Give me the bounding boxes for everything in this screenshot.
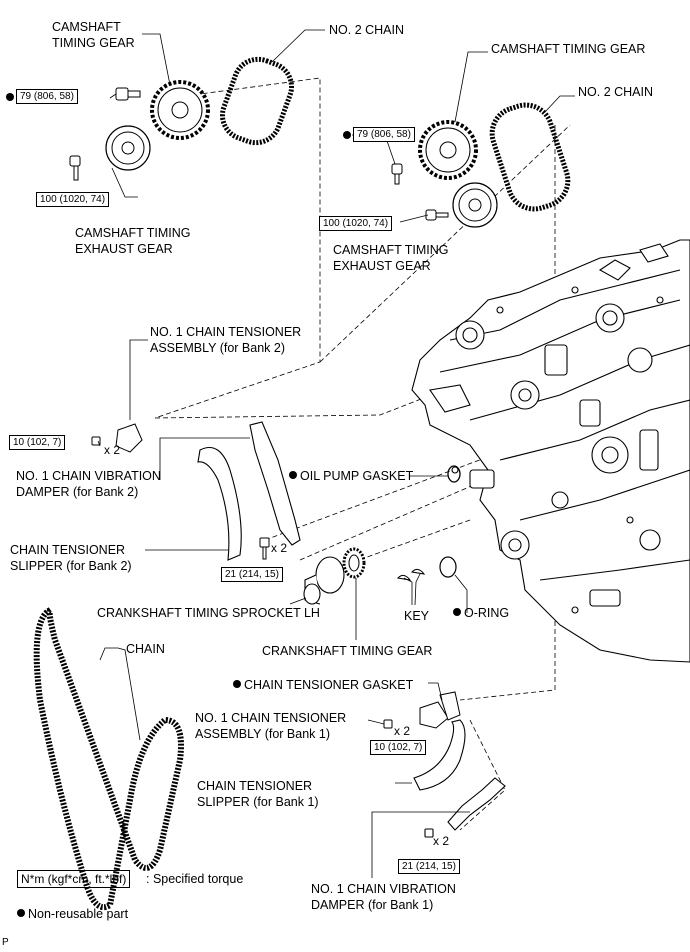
quantity-x2: x 2 (104, 443, 121, 457)
keys (396, 568, 426, 581)
quantity-x2: x 2 (271, 541, 288, 555)
chain-tensioner-slipper-b1 (413, 719, 466, 791)
vibration-damper-b1 (424, 777, 506, 838)
quantity-x2: x 2 (394, 724, 411, 738)
camshaft-exhaust-gear-b2 (105, 125, 151, 171)
label-cam-exhaust-gear-b2: CAMSHAFT TIMING EXHAUST GEAR (75, 226, 191, 256)
label-vibration-damper-b1: NO. 1 CHAIN VIBRATION DAMPER (for Bank 1… (311, 882, 456, 912)
torque-21-b2: 21 (214, 15) (221, 567, 283, 582)
chain-tensioner-slipper-b2 (197, 446, 242, 561)
crankshaft-timing-gear (342, 547, 366, 579)
torque-10-b1: 10 (102, 7) (370, 740, 427, 755)
label-tensioner-slipper-b2: CHAIN TENSIONER SLIPPER (for Bank 2) (10, 543, 132, 573)
non-reusable-marker (289, 471, 297, 479)
label-tensioner-slipper-b1: CHAIN TENSIONER SLIPPER (for Bank 1) (197, 779, 319, 809)
non-reusable-marker (6, 93, 14, 101)
o-ring (439, 556, 457, 578)
legend-torque-unit: N*m (kgf*cm, ft.*lbf) (17, 870, 131, 888)
label-tensioner-assy-b1: NO. 1 CHAIN TENSIONER ASSEMBLY (for Bank… (195, 711, 347, 741)
chain-tensioner-b2 (91, 423, 143, 453)
label-tensioner-gasket: CHAIN TENSIONER GASKET (233, 677, 413, 693)
legend-torque-desc: : Specified torque (146, 872, 244, 886)
camshaft-timing-gear-b1 (418, 120, 478, 180)
no2-chain-b2 (219, 56, 295, 146)
label-vibration-damper-b2: NO. 1 CHAIN VIBRATION DAMPER (for Bank 2… (16, 469, 161, 499)
legend-non-reusable: Non-reusable part (17, 906, 128, 922)
timing-chain (33, 607, 184, 911)
non-reusable-marker (453, 608, 461, 616)
label-crank-sprocket-lh: CRANKSHAFT TIMING SPROCKET LH (97, 606, 320, 620)
engine-block (411, 239, 690, 663)
bolts-b1 (391, 163, 449, 221)
bolts-b2 (69, 87, 141, 181)
torque-100-b2: 100 (1020, 74) (36, 192, 110, 207)
non-reusable-marker (343, 131, 351, 139)
label-oil-pump-gasket: OIL PUMP GASKET (289, 468, 413, 484)
quantity-x2: x 2 (433, 834, 450, 848)
label-crank-timing-gear: CRANKSHAFT TIMING GEAR (262, 644, 433, 658)
camshaft-exhaust-gear-b1 (452, 182, 498, 228)
no2-chain-b1 (489, 102, 571, 212)
non-reusable-marker (233, 680, 241, 688)
label-no2-chain-b1: NO. 2 CHAIN (578, 85, 654, 99)
non-reusable-marker (17, 909, 25, 917)
label-cam-exhaust-gear-b1: CAMSHAFT TIMING EXHAUST GEAR (333, 243, 449, 273)
chain-tensioner-b1 (383, 691, 461, 729)
torque-100-b1: 100 (1020, 74) (319, 216, 393, 231)
label-no2-chain-b2: NO. 2 CHAIN (329, 23, 405, 37)
torque-79-b2: 79 (806, 58) (16, 89, 78, 104)
label-o-ring: O-RING (453, 605, 509, 621)
oil-pump-gasket (447, 465, 461, 483)
label-camshaft-timing-gear-b1: CAMSHAFT TIMING GEAR (491, 42, 646, 56)
torque-79-b1: 79 (806, 58) (353, 127, 415, 142)
corner-code: P (2, 937, 9, 948)
label-camshaft-timing-gear-b2: CAMSHAFT TIMING GEAR (52, 20, 135, 50)
vibration-damper-b2 (249, 421, 301, 546)
bolt-slipper-b2 (259, 537, 270, 560)
camshaft-timing-gear-b2 (150, 80, 210, 140)
torque-10-b2: 10 (102, 7) (9, 435, 66, 450)
label-chain: CHAIN (126, 642, 165, 656)
label-key: KEY (404, 609, 430, 623)
crankshaft-sprocket-lh (303, 556, 345, 605)
torque-21-b1: 21 (214, 15) (398, 859, 460, 874)
label-tensioner-assy-b2: NO. 1 CHAIN TENSIONER ASSEMBLY (for Bank… (150, 325, 302, 355)
